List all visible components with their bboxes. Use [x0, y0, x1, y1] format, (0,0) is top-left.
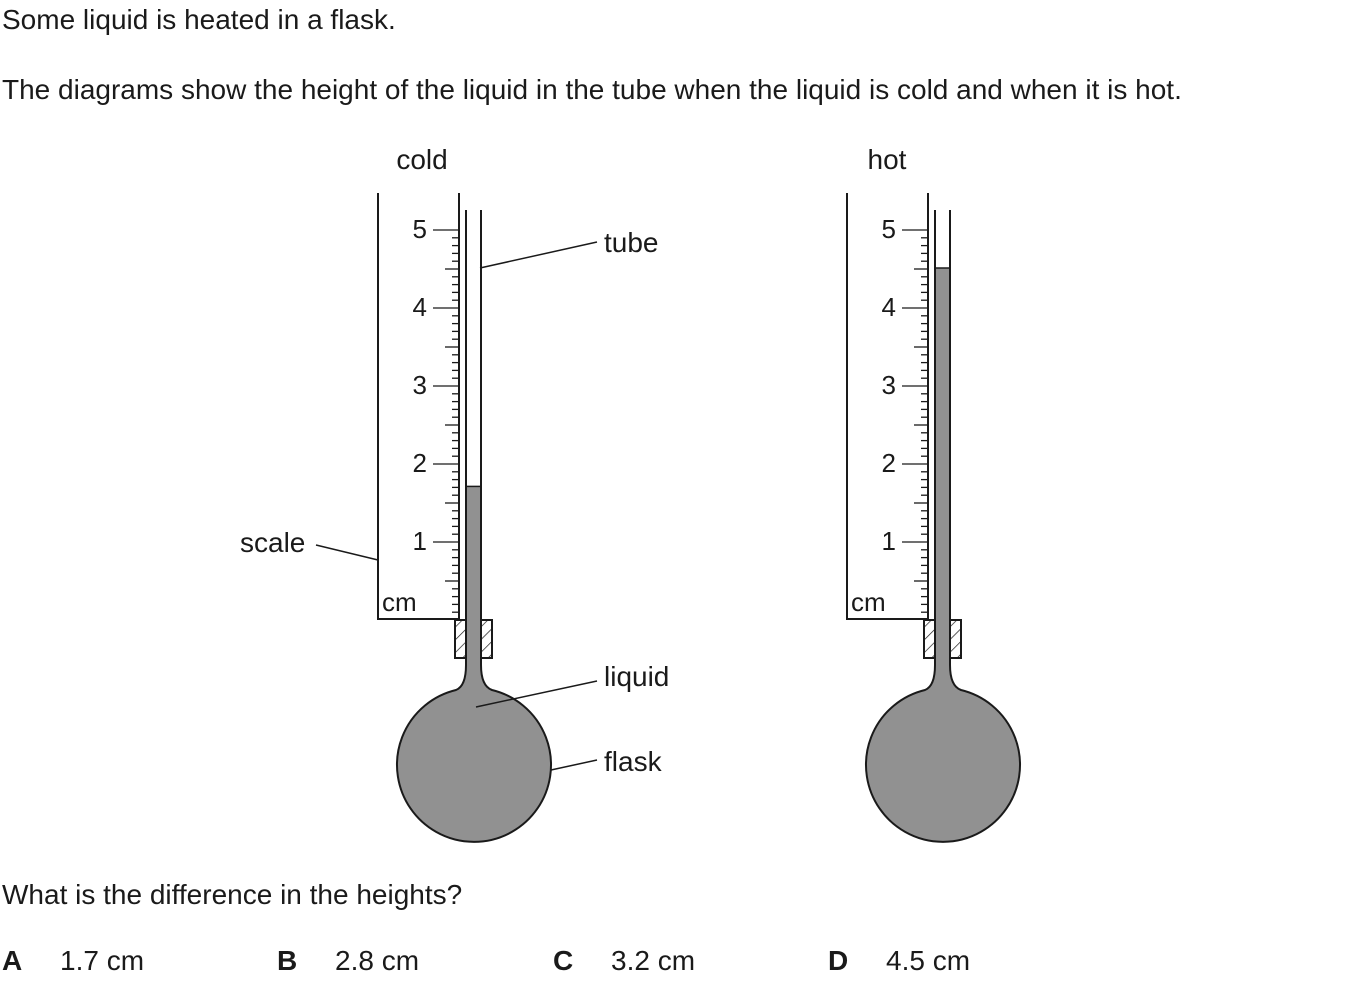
option-a[interactable]: A 1.7 cm — [2, 945, 144, 977]
option-b-letter: B — [277, 945, 298, 976]
hot-tick-marks — [902, 229, 928, 613]
cold-tick-label-4: 4 — [413, 292, 427, 322]
option-c[interactable]: C 3.2 cm — [553, 945, 695, 977]
hot-flask — [865, 618, 1021, 843]
cold-liquid-column — [467, 486, 480, 620]
liquid-label: liquid — [604, 661, 669, 692]
cold-tick-marks — [433, 229, 459, 613]
hot-title: hot — [868, 144, 907, 175]
option-c-text: 3.2 cm — [611, 945, 696, 976]
cold-title: cold — [396, 144, 447, 175]
description-text: The diagrams show the height of the liqu… — [2, 74, 1182, 105]
cold-scale: cm 1 2 3 4 5 — [377, 193, 460, 620]
tube-label: tube — [604, 227, 659, 258]
hot-tick-label-5: 5 — [882, 214, 896, 244]
intro-text: Some liquid is heated in a flask. — [2, 4, 396, 35]
option-d-letter: D — [828, 945, 849, 976]
hot-tick-label-3: 3 — [882, 370, 896, 400]
option-b[interactable]: B 2.8 cm — [277, 945, 419, 977]
option-a-letter: A — [2, 945, 23, 976]
cold-tick-label-3: 3 — [413, 370, 427, 400]
scale-label: scale — [240, 527, 305, 558]
hot-apparatus: hot cm 1 2 3 4 5 — [846, 144, 1021, 843]
option-d[interactable]: D 4.5 cm — [828, 945, 970, 977]
apparatus-diagram: cold cm 1 2 3 4 5 tube scale — [240, 144, 1021, 843]
hot-tube — [934, 210, 951, 620]
cold-tube — [465, 210, 482, 620]
hot-liquid-column — [936, 268, 949, 620]
hot-tick-label-2: 2 — [882, 448, 896, 478]
option-d-text: 4.5 cm — [886, 945, 971, 976]
hot-tick-label-4: 4 — [882, 292, 896, 322]
question-text: What is the difference in the heights? — [2, 879, 463, 910]
option-b-text: 2.8 cm — [335, 945, 420, 976]
cold-callouts: tube scale liquid flask — [240, 227, 669, 777]
cold-apparatus: cold cm 1 2 3 4 5 tube scale — [240, 144, 669, 843]
cold-scale-unit: cm — [382, 587, 417, 617]
hot-scale: cm 1 2 3 4 5 — [846, 193, 929, 620]
option-a-text: 1.7 cm — [60, 945, 145, 976]
option-c-letter: C — [553, 945, 574, 976]
cold-tick-label-2: 2 — [413, 448, 427, 478]
flask-label: flask — [604, 746, 663, 777]
hot-scale-unit: cm — [851, 587, 886, 617]
cold-flask — [396, 618, 552, 843]
cold-tick-label-5: 5 — [413, 214, 427, 244]
hot-tick-label-1: 1 — [882, 526, 896, 556]
cold-tick-label-1: 1 — [413, 526, 427, 556]
